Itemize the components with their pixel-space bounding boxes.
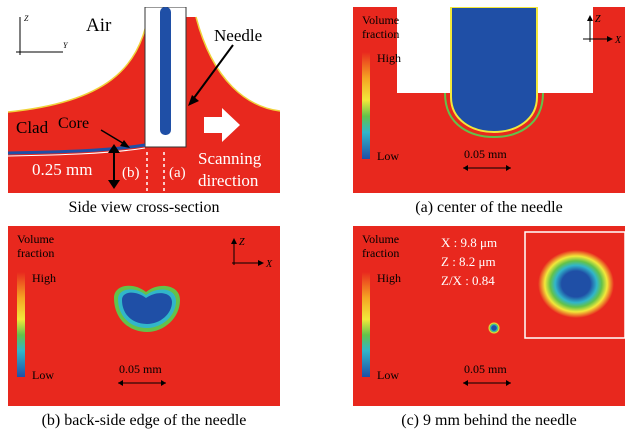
axis-x-b: X	[265, 259, 273, 270]
scan-arrow	[204, 108, 240, 142]
needle-pointer-arrow	[190, 44, 234, 103]
small-core-dot	[488, 322, 500, 334]
legend-title-1-b: Volume	[17, 232, 54, 246]
needle-core-a	[450, 7, 538, 134]
panel-c: Volume fraction High Low X : 9.8 μm Z : …	[353, 226, 625, 406]
clad-label: Clad	[16, 118, 49, 137]
legend-title-2-c: fraction	[362, 246, 399, 260]
line-b-label: (b)	[122, 165, 140, 181]
scan-label-1: Scanning	[198, 149, 262, 168]
panel-c-caption: (c) 9 mm behind the needle	[401, 412, 577, 429]
legend-low-b: Low	[32, 368, 54, 382]
core-line	[8, 143, 146, 155]
inset-core	[538, 250, 614, 318]
stat-ratio: Z/X : 0.84	[441, 273, 495, 288]
legend-title-2-a: fraction	[362, 27, 399, 41]
scan-label-2: direction	[198, 171, 259, 190]
core-label: Core	[58, 115, 89, 132]
legend-title-1-c: Volume	[362, 232, 399, 246]
depth-label: 0.25 mm	[32, 160, 92, 179]
legend-title-2-b: fraction	[17, 246, 54, 260]
side-view-caption: Side view cross-section	[68, 199, 220, 216]
air-label: Air	[86, 15, 112, 36]
legend-high-c: High	[377, 271, 401, 285]
line-a-label: (a)	[169, 165, 186, 181]
legend-colorbar-b	[17, 272, 25, 377]
air-region	[8, 7, 280, 112]
stat-x: X : 9.8 μm	[441, 235, 497, 250]
side-view-panel: Z Y Air Needle Clad Core 0.25 mm (b) (a)…	[8, 7, 280, 193]
core-pointer-arrow	[100, 129, 127, 146]
core-b	[122, 292, 172, 324]
scale-label-a: 0.05 mm	[464, 147, 507, 161]
scale-label-c: 0.05 mm	[464, 362, 507, 376]
stat-z: Z : 8.2 μm	[441, 254, 496, 269]
panel-a: Volume fraction High Low 0.05 mm Z X	[353, 7, 625, 193]
panel-a-caption: (a) center of the needle	[415, 199, 563, 216]
legend-low-a: Low	[377, 149, 399, 163]
legend-low-c: Low	[377, 368, 399, 382]
legend-colorbar-c	[362, 272, 370, 377]
axis-z-b: Z	[239, 237, 245, 248]
panel-b: Volume fraction High Low 0.05 mm Z X	[8, 226, 280, 406]
needle-label: Needle	[214, 26, 262, 45]
legend-high-b: High	[32, 271, 56, 285]
side-axis-y: Y	[63, 41, 69, 50]
panel-b-caption: (b) back-side edge of the needle	[41, 412, 247, 429]
legend-colorbar-a	[362, 52, 370, 159]
legend-high-a: High	[377, 51, 401, 65]
needle-core	[160, 7, 171, 135]
side-axes	[16, 17, 63, 55]
legend-title-1-a: Volume	[362, 13, 399, 27]
scale-label-b: 0.05 mm	[119, 362, 162, 376]
side-axis-z: Z	[24, 14, 29, 23]
axis-z-a: Z	[595, 14, 601, 25]
axis-x-a: X	[614, 35, 622, 46]
